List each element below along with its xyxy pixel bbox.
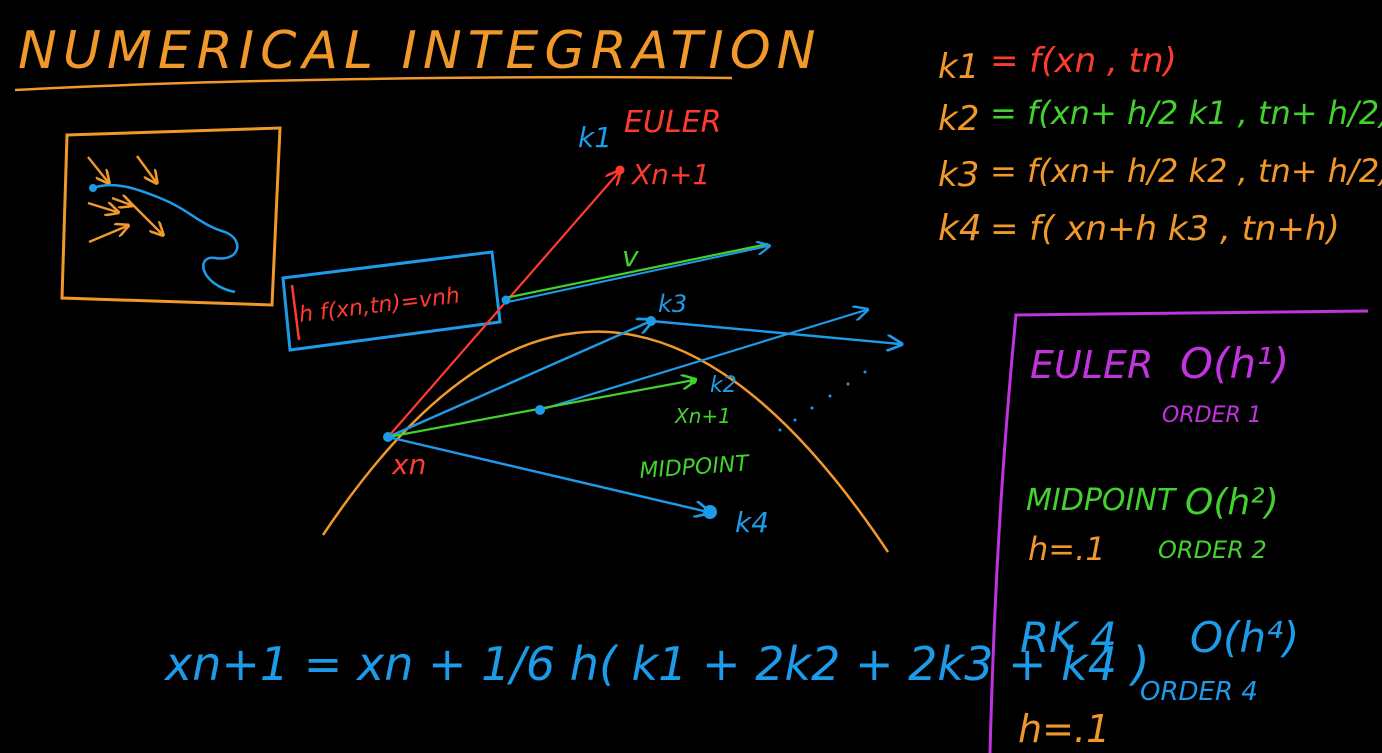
label-midpoint: MIDPOINT — [639, 451, 751, 484]
order-rk4-bigo: O(h⁴) — [1190, 613, 1299, 662]
order-euler-method: EULER — [1030, 343, 1153, 387]
trajectory-curve — [321, 330, 890, 553]
order-midpoint-order: ORDER 2 — [1158, 536, 1267, 564]
midpoint-dot — [535, 405, 545, 415]
order-rk4-h: h=.1 — [1018, 707, 1110, 751]
k4-arrow — [387, 435, 708, 512]
title-underline — [14, 75, 733, 92]
velocity-start-dot — [501, 295, 511, 305]
label-k3: k3 — [658, 290, 687, 318]
k3-arrow — [387, 321, 651, 439]
eq-k2-rhs: = f(xn+ h/2 k1 , tn+ h/2) — [990, 94, 1382, 132]
eq-k4-lhs: k4 — [938, 208, 982, 249]
eq-k1-lhs: k1 — [938, 47, 979, 87]
euler-endpoint-dot — [615, 165, 625, 175]
label-k2: k2 — [710, 373, 737, 398]
vector-field-inset — [60, 126, 282, 307]
page-title: NUMERICAL INTEGRATION — [18, 21, 822, 81]
order-euler-bigo: O(h¹) — [1180, 339, 1289, 388]
xn-dot — [383, 432, 393, 442]
order-rk4-order: ORDER 4 — [1140, 677, 1258, 707]
k3-dot — [646, 316, 656, 326]
label-v: v — [622, 240, 639, 273]
order-midpoint-method: MIDPOINT — [1026, 483, 1178, 518]
label-k1: k1 — [578, 121, 612, 154]
k4-dot — [703, 505, 717, 519]
velocity-arrow-blue — [507, 246, 768, 303]
eq-k4-rhs: = f( xn+h k3 , tn+h) — [990, 209, 1340, 249]
label-xn: xn — [391, 448, 426, 481]
order-midpoint-bigo: O(h²) — [1185, 482, 1279, 523]
label-k4: k4 — [735, 506, 769, 539]
label-euler: EULER — [624, 105, 721, 140]
eq-k3-lhs: k3 — [938, 155, 979, 195]
order-euler-order: ORDER 1 — [1162, 403, 1262, 428]
label-x-next-midpoint: Xn+1 — [674, 404, 731, 428]
order-midpoint-h: h=.1 — [1028, 530, 1106, 568]
dotted-guide — [778, 370, 867, 432]
midpoint-end-dot — [689, 377, 697, 385]
order-rk4-method: RK 4 — [1020, 613, 1117, 662]
k2-projection-arrow — [539, 310, 866, 412]
eq-k3-rhs: = f(xn+ h/2 k2 , tn+ h/2) — [990, 152, 1382, 190]
rk4-update-formula: xn+1 = xn + 1/6 h( k1 + 2k2 + 2k3 + k4 ) — [163, 637, 1150, 691]
step-formula-box: h f(xn,tn)=vnh — [281, 250, 502, 352]
label-x-next-euler: Xn+1 — [630, 158, 710, 191]
euler-arrow — [387, 172, 619, 438]
step-formula-text: h f(xn,tn)=vnh — [298, 283, 462, 328]
k3-projection-arrow — [650, 319, 900, 344]
eq-k1-rhs: = f(xn , tn) — [990, 41, 1177, 81]
eq-k2-lhs: k2 — [938, 99, 979, 139]
rk-equations: k1 = f(xn , tn) k2 = f(xn+ h/2 k1 , tn+ … — [938, 41, 1382, 249]
velocity-arrow — [504, 242, 769, 300]
order-panel-border — [988, 309, 1369, 753]
